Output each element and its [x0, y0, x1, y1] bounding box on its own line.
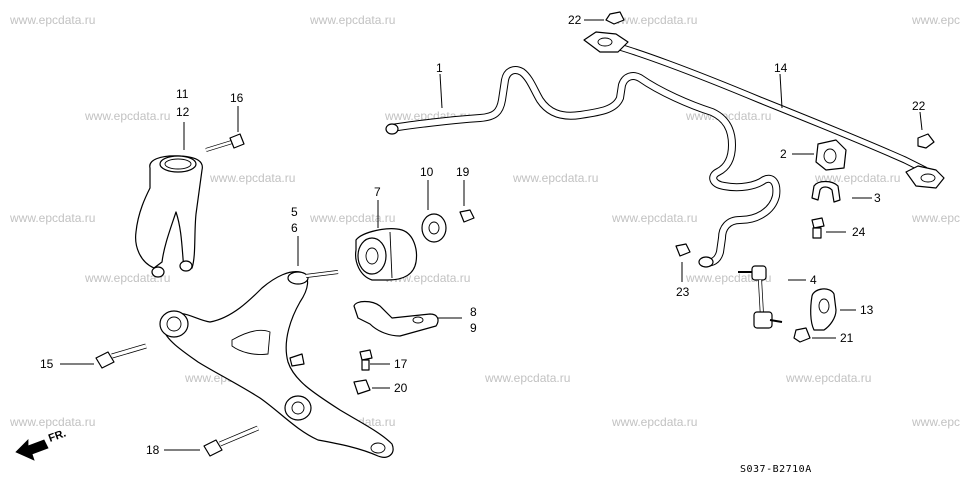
- callout-13: 13: [860, 303, 874, 317]
- callout-3: 3: [874, 191, 881, 205]
- callout-17: 17: [394, 357, 408, 371]
- callout-16: 16: [230, 91, 244, 105]
- front-label: FR.: [47, 427, 68, 444]
- watermark-text: www.epcdata.ru: [611, 415, 697, 429]
- watermark-text: www.epcdata.ru: [611, 13, 697, 27]
- front-direction-indicator: FR.: [15, 427, 68, 461]
- watermark-text: www.epcdata.ru: [814, 171, 900, 185]
- watermark-text: www.epcdata.ru: [84, 271, 170, 285]
- callout-20: 20: [394, 381, 408, 395]
- callout-9: 9: [470, 321, 477, 335]
- watermark-text: www.epcdata.ru: [309, 211, 395, 225]
- watermark-text: www.epcdata.ru: [9, 13, 95, 27]
- stabilizer-link-group: [675, 243, 837, 343]
- lower-arm-group: [159, 270, 394, 458]
- watermark-text: www.epcdata.ru: [685, 271, 771, 285]
- watermark-text: www.epcdata.ru: [785, 371, 871, 385]
- watermark-text: www.epcdata.ru: [84, 109, 170, 123]
- callout-15: 15: [40, 357, 54, 371]
- callout-7: 7: [374, 185, 381, 199]
- watermark-text: www.epcdata.ru: [611, 211, 697, 225]
- callout-18: 18: [146, 443, 160, 457]
- callout-11: 11: [176, 87, 189, 101]
- watermarks: www.epcdata.ru www.epcdata.ru www.epcdat…: [9, 13, 960, 429]
- callout-2: 2: [780, 147, 787, 161]
- callout-14: 14: [774, 61, 788, 75]
- watermark-text: www.epcdata.ru: [911, 211, 960, 225]
- watermark-text: www.epcdata.ru: [911, 415, 960, 429]
- callout-19: 19: [456, 165, 470, 179]
- callout-24: 24: [852, 225, 866, 239]
- watermark-text: www.epcdata.ru: [484, 371, 570, 385]
- callout-23: 23: [676, 285, 690, 299]
- callout-22-top: 22: [568, 13, 582, 27]
- knuckle-group: [135, 133, 245, 278]
- watermark-text: www.epcdata.ru: [512, 171, 598, 185]
- callout-22-right: 22: [912, 99, 926, 113]
- bracket-group: [353, 300, 439, 395]
- watermark-text: www.epcdata.ru: [209, 171, 295, 185]
- callout-6: 6: [291, 221, 298, 235]
- callout-12: 12: [176, 105, 190, 119]
- watermark-text: www.epcdata.ru: [309, 13, 395, 27]
- watermark-text: www.epcdata.ru: [911, 13, 960, 27]
- callout-4: 4: [810, 273, 817, 287]
- watermark-text: www.epcdata.ru: [9, 211, 95, 225]
- front-arrow-icon: [15, 439, 49, 461]
- callout-10: 10: [420, 165, 434, 179]
- diagram-code: S037-B2710A: [740, 464, 812, 475]
- callout-21: 21: [840, 331, 854, 345]
- callout-1: 1: [436, 61, 443, 75]
- leader-lines: [60, 19, 923, 451]
- callout-5: 5: [291, 205, 298, 219]
- callouts: 1 2 3 4 5 6 7 8 9 10 11 12 13 14 15 16 1…: [40, 13, 926, 457]
- watermark-text: www.epcdata.ru: [9, 415, 95, 429]
- bolt-group: [95, 343, 259, 457]
- stabilizer-bar: [385, 66, 781, 268]
- bar-bushing-group: [811, 139, 847, 239]
- compliance-bushing-group: [355, 209, 475, 281]
- connecting-bar: [583, 11, 945, 189]
- callout-8: 8: [470, 305, 477, 319]
